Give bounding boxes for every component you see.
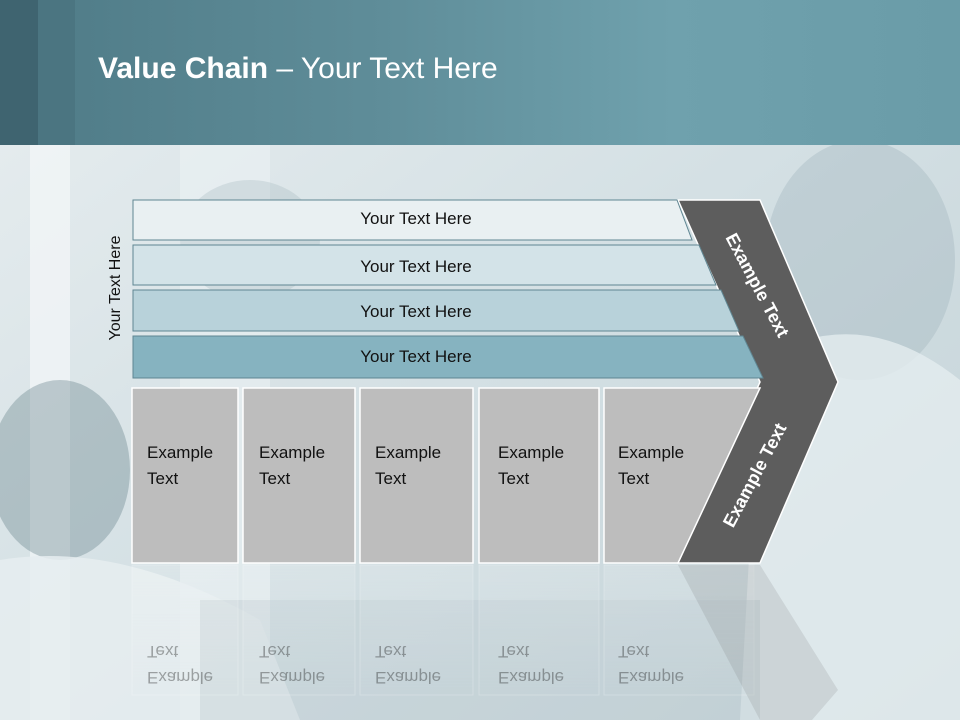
box-1-line2: Text xyxy=(147,469,178,488)
box-1-line1: Example xyxy=(147,443,213,462)
reflected-box-4-line1: Example xyxy=(498,668,564,687)
reflected-box-3-line2: Text xyxy=(375,642,406,661)
header-accent-bar xyxy=(38,0,75,145)
band-2 xyxy=(132,244,717,286)
reflected-box-2-line1: Example xyxy=(259,668,325,687)
reflected-box-3-line1: Example xyxy=(375,668,441,687)
activity-box-2 xyxy=(242,387,356,564)
chevron-shape xyxy=(676,199,839,564)
activity-box-4 xyxy=(478,387,600,564)
band-1 xyxy=(132,199,693,241)
box-3-line2: Text xyxy=(375,469,406,488)
reflected-box-1-line1: Example xyxy=(147,668,213,687)
band-2-label: Your Text Here xyxy=(360,257,472,276)
reflected-box-5-line1: Example xyxy=(618,668,684,687)
reflected-text: Example Text Example Text Example Text E… xyxy=(147,642,684,687)
activity-box-1 xyxy=(131,387,239,564)
page-title: Value Chain – Your Text Here xyxy=(98,52,498,86)
header-banner: Value Chain – Your Text Here xyxy=(0,0,960,145)
box-2-line2: Text xyxy=(259,469,290,488)
activity-box-5 xyxy=(603,387,762,564)
band-4 xyxy=(132,335,764,379)
band-1-label: Your Text Here xyxy=(360,209,472,228)
reflected-box-4-line2: Text xyxy=(498,642,529,661)
reflected-box-5-line2: Text xyxy=(618,642,649,661)
box-5-line2: Text xyxy=(618,469,649,488)
reflected-box-1-line2: Text xyxy=(147,642,178,661)
reflected-box-2-line2: Text xyxy=(259,642,290,661)
title-rest: – Your Text Here xyxy=(268,52,498,85)
band-3-label: Your Text Here xyxy=(360,302,472,321)
band-3 xyxy=(132,289,740,332)
reflection xyxy=(131,564,838,720)
box-5-line1: Example xyxy=(618,443,684,462)
band-4-label: Your Text Here xyxy=(360,347,472,366)
side-label: Your Text Here xyxy=(107,235,124,341)
header-accent-bar xyxy=(0,0,38,145)
title-bold: Value Chain xyxy=(98,52,269,85)
activity-box-3 xyxy=(359,387,474,564)
box-4-line1: Example xyxy=(498,443,564,462)
box-3-line1: Example xyxy=(375,443,441,462)
box-2-line1: Example xyxy=(259,443,325,462)
box-4-line2: Text xyxy=(498,469,529,488)
